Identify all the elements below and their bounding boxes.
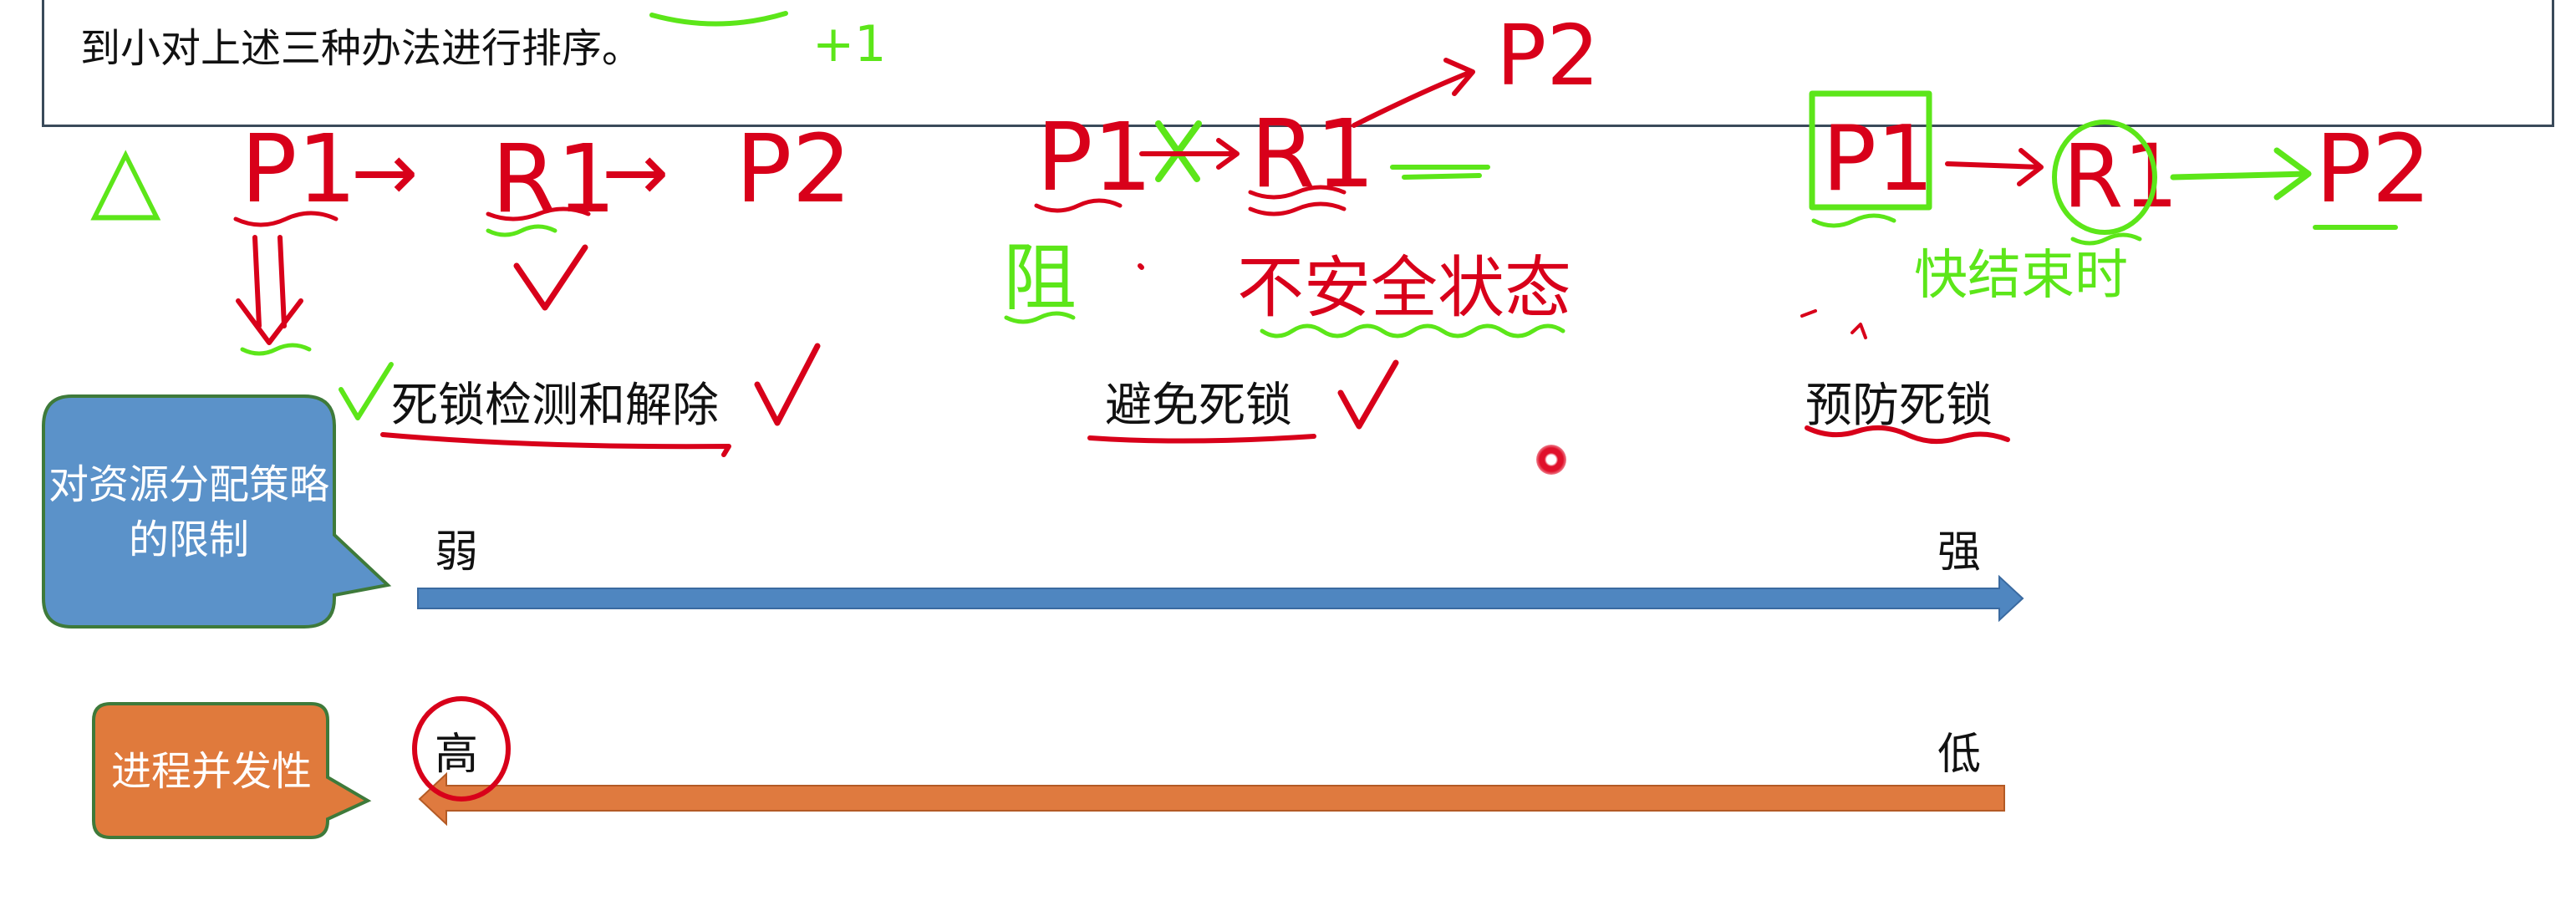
flow2-p2: P2 [1496,7,1600,104]
flow2-r1: R1 [1250,100,1376,209]
ink-flow2-dash-green [1390,165,1490,180]
ink-flow3-p1-underline [1811,213,1896,228]
ink-blocked-underline [1004,311,1076,324]
ink-flow2-up-arrow [1352,58,1475,128]
annotation-fast-timing: 快结束时 [1914,245,2128,307]
restriction-callout-text: 对资源分配策略的限制 [48,461,329,563]
ink-question-underline [649,11,788,27]
annotation-unsafe-state: 不安全状态 [1237,249,1571,327]
flow1-arrow2: → [602,125,669,219]
concurrency-callout-shape [92,702,372,839]
ink-flow3-arrow2 [2170,147,2312,201]
ink-flow1-p1-underline [233,211,339,227]
flow1-r1: R1 [491,125,617,234]
annotation-blocked: 阻 [1003,235,1077,321]
ink-flow1-r1-underline-green [486,224,557,237]
flow1-p2: P2 [736,115,852,224]
restriction-weak-label: 弱 [435,527,479,578]
ink-avoidance-underline [1087,434,1316,444]
flow1-arrow1: → [351,125,419,219]
flow3-p2: P2 [2315,115,2431,224]
concurrency-low-label: 低 [1937,730,1982,780]
method-avoidance: 避免死锁 [1105,379,1292,433]
ink-flow3-tick [1800,309,1867,339]
ink-flow3-p1-box [1809,90,1932,211]
concurrency-callout-text: 进程并发性 [110,748,312,795]
ink-blocked-dot [1138,263,1144,270]
ink-check-red-avoidance [1337,359,1399,430]
method-prevention: 预防死锁 [1805,379,1993,433]
flow2-p1: P1 [1036,104,1153,212]
flow3-p1: P1 [1822,107,1934,211]
restriction-arrow [417,574,2024,623]
ink-detection-underline [380,432,731,457]
ink-flow3-r1-circle [2052,120,2157,235]
ink-check-green-left [339,362,394,420]
restriction-callout-shape [42,394,392,629]
ink-prevention-underline [1805,425,2010,445]
ink-check-red-detection [754,343,821,426]
annotation-plus-one: +1 [812,15,887,74]
ink-flow3-arrow1 [1945,148,2044,186]
ink-flow2-r1-underline [1248,185,1347,200]
restriction-strong-label: 强 [1937,527,1982,578]
ink-flow2-r1-underline-2 [1248,201,1347,216]
ink-flow1-r1-underline [486,206,591,221]
concurrency-arrow [418,771,2005,827]
annotation-triangle: △ [90,124,161,231]
ink-flow1-check [513,244,588,311]
flow1-p1: P1 [241,115,357,224]
ink-flow2-arrow [1139,138,1240,170]
ink-flow2-p1-underline [1034,198,1123,213]
ink-flow1-down-underline [240,343,312,356]
ink-flow3-r1-underline [2070,232,2142,246]
ink-unsafe-underline [1260,323,1565,338]
ink-flow1-down-arrow [236,235,303,345]
concurrency-high-label: 高 [435,730,479,780]
question-box [42,0,2554,127]
ink-high-circle [412,696,511,802]
question-text: 到小对上述三种办法进行排序。 [80,25,643,72]
laser-pointer-dot [1536,445,1566,475]
flow3-r1: R1 [2063,125,2179,227]
method-detection-recovery: 死锁检测和解除 [391,379,719,433]
